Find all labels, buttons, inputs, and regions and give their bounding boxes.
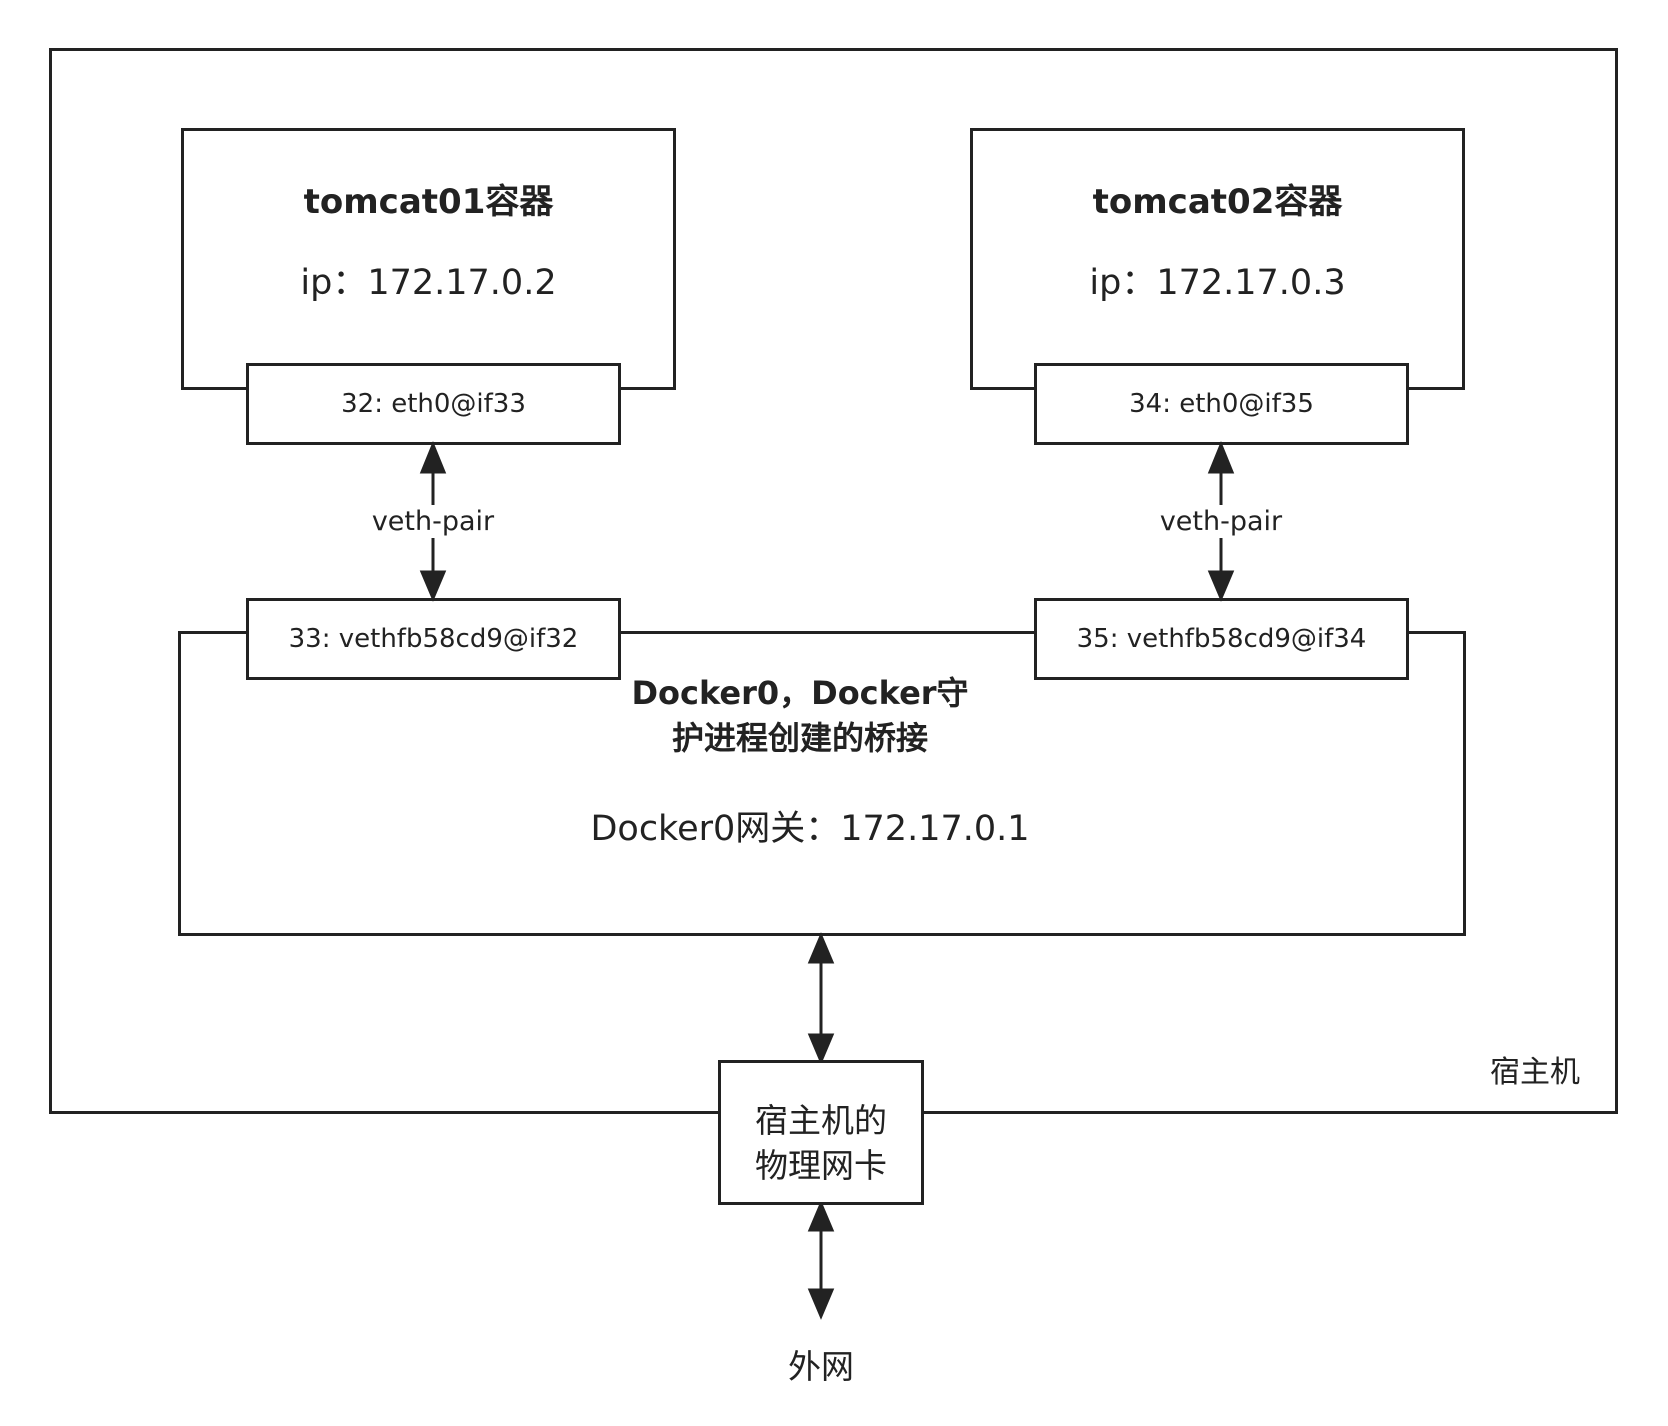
veth-interface-label: 33: vethfb58cd9@if32 <box>288 624 579 654</box>
arrowhead-down <box>807 1288 835 1320</box>
docker0-bridge-title-line2: 护进程创建的桥接 <box>671 719 928 757</box>
veth-interface-label: 35: vethfb58cd9@if34 <box>1076 624 1367 654</box>
arrowhead-down <box>1207 570 1235 602</box>
veth-pair-label-left: veth-pair <box>353 506 513 537</box>
eth-interface-label: 34: eth0@if35 <box>1129 389 1314 419</box>
container-tomcat02-ip: ip：172.17.0.3 <box>1089 263 1346 303</box>
physical-nic-line1: 宿主机的 <box>755 1101 887 1140</box>
docker0-bridge <box>178 631 1466 936</box>
arrowhead-up <box>419 441 447 474</box>
arrowhead-up <box>1207 441 1235 474</box>
host-machine-label: 宿主机 <box>1490 1055 1580 1090</box>
external-network-label: 外网 <box>788 1347 854 1386</box>
eth-interface-label: 32: eth0@if33 <box>341 389 526 419</box>
veth-interface-2: 35: vethfb58cd9@if34 <box>1034 598 1409 680</box>
veth-pair-label-right: veth-pair <box>1141 506 1301 537</box>
container-tomcat01-title: tomcat01容器 <box>303 182 554 222</box>
arrowhead-down <box>419 570 447 602</box>
veth-interface-1: 33: vethfb58cd9@if32 <box>246 598 621 680</box>
arrowhead-down <box>807 1033 835 1065</box>
container-tomcat01-ip: ip：172.17.0.2 <box>300 263 557 303</box>
docker0-gateway: Docker0网关：172.17.0.1 <box>590 809 1030 849</box>
arrowhead-up <box>807 1200 835 1232</box>
docker0-bridge-title-line1: Docker0，Docker守 <box>631 674 969 712</box>
physical-nic-box <box>718 1060 924 1205</box>
physical-nic-line2: 物理网卡 <box>755 1146 887 1185</box>
container-tomcat02-title: tomcat02容器 <box>1092 182 1343 222</box>
arrowhead-up <box>807 932 835 964</box>
